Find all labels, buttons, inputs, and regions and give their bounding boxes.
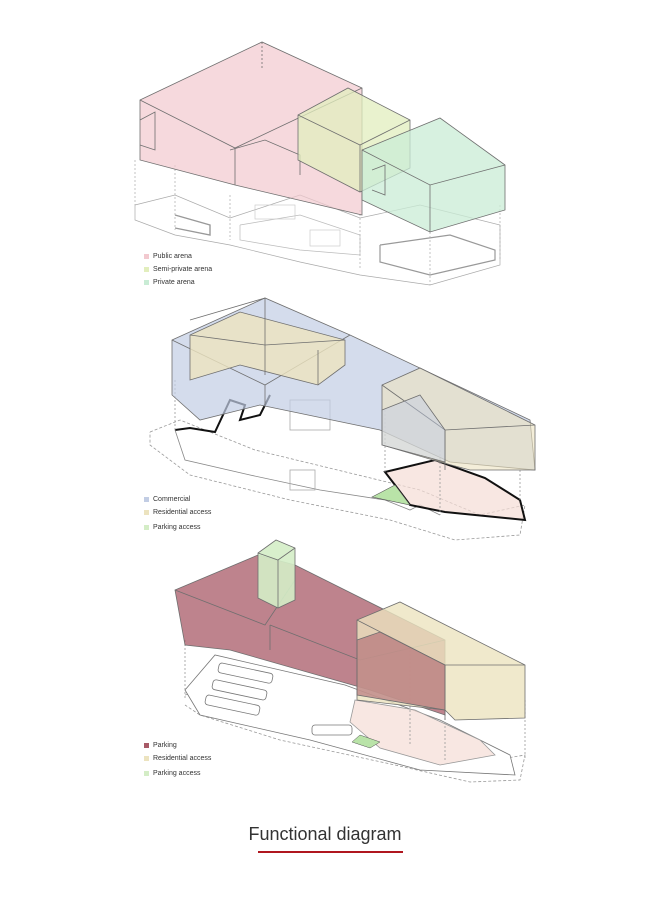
legend-swatch [144,510,149,515]
legend-diagram-3: Parking Residential access Parking acces… [144,739,211,780]
diagram-2-site-boundary [149,419,526,541]
title-underline [258,851,403,853]
legend-label: Residential access [153,755,212,762]
legend-swatch [144,771,149,776]
legend-diagram-2: Commercial Residential access Parking ac… [144,493,211,534]
legend-label: Residential access [153,509,212,516]
parked-cars [204,662,353,736]
page-title: Functional diagram [248,824,402,844]
legend-swatch [144,743,149,748]
legend-item: Semi-private arena [144,263,212,276]
legend-item: Residential access [144,506,211,519]
legend-swatch [144,280,149,285]
residential-access-volume-3 [356,601,526,721]
legend-item: Public arena [144,250,212,263]
diagram-1 [134,41,506,286]
diagram-1-floor-plan [134,160,501,286]
public-arena-volume [139,41,363,216]
legend-label: Commercial [153,496,191,503]
legend-label: Private arena [153,279,195,286]
legend-swatch [144,267,149,272]
legend-item: Residential access [144,752,211,765]
diagram-3-floor-plan [184,640,526,776]
residential-access-volume-upper [189,297,346,386]
legend-label: Parking access [153,524,201,531]
diagram-3 [174,539,526,783]
legend-label: Public arena [153,253,192,260]
legend-label: Parking access [153,770,201,777]
legend-item: Private arena [144,276,212,289]
legend-item: Parking [144,739,211,752]
legend-item: Parking access [144,767,211,780]
private-arena-volume [361,117,506,233]
legend-item: Parking access [144,521,211,534]
legend-swatch [144,497,149,502]
legend-swatch [144,756,149,761]
residential-access-volume-lower [381,367,536,471]
diagram-2 [149,297,536,541]
parking-access-volume [257,539,296,609]
legend-swatch [144,254,149,259]
legend-label: Parking [153,742,177,749]
diagram-2-floor-plan [174,380,527,522]
legend-diagram-1: Public arena Semi-private arena Private … [144,250,212,289]
legend-swatch [144,525,149,530]
legend-label: Semi-private arena [153,266,213,273]
legend-item: Commercial [144,493,211,506]
